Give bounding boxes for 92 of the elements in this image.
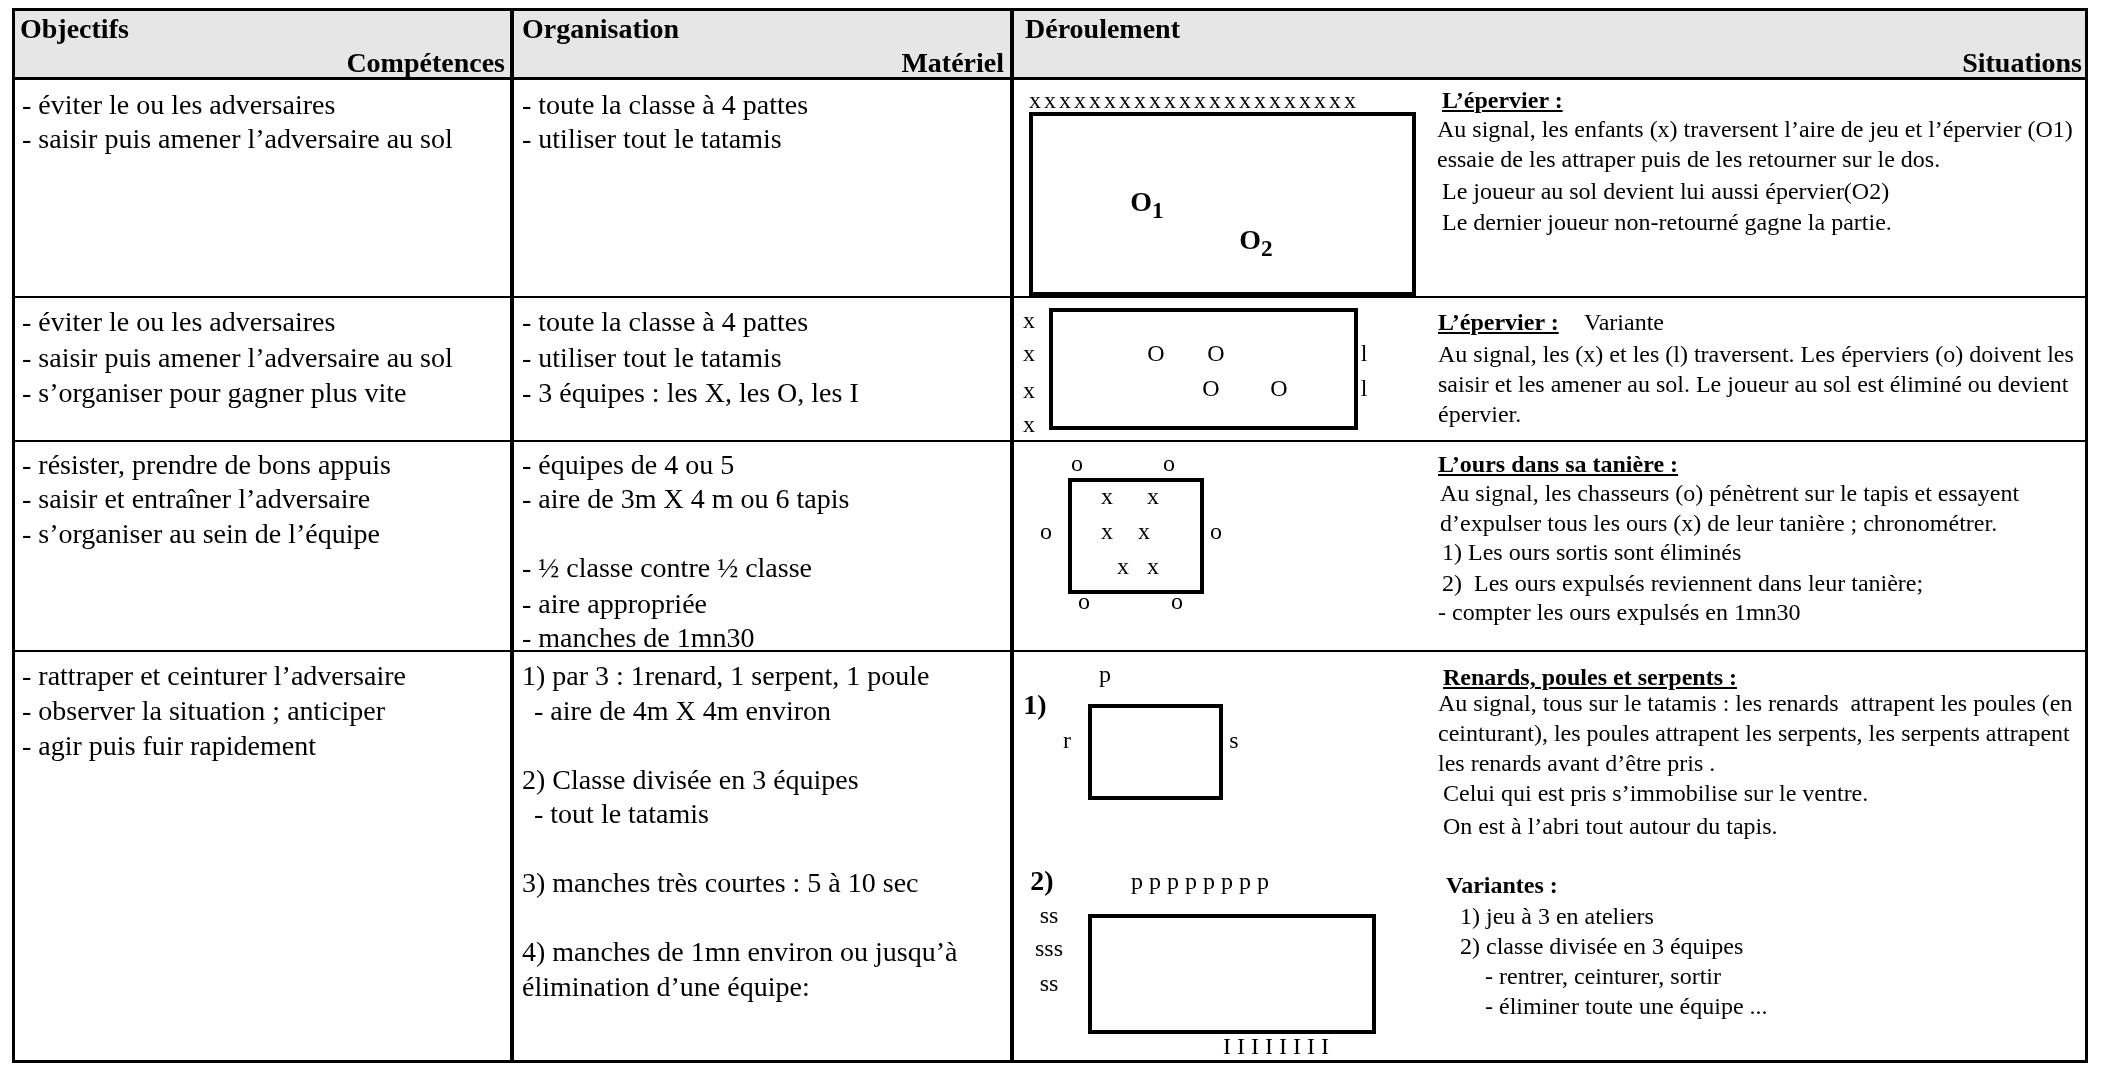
player-mark: O bbox=[1147, 341, 1165, 365]
player-mark: o bbox=[1040, 519, 1052, 543]
player-mark: o bbox=[1078, 589, 1090, 613]
rule-text: 1) Les ours sortis sont éliminés bbox=[1442, 538, 1742, 567]
player-mark: x bbox=[1023, 412, 1035, 436]
player-mark: p p p p p p p p bbox=[1131, 869, 1269, 893]
player-mark: x bbox=[1101, 484, 1113, 508]
cell-text: - utiliser tout le tatamis bbox=[522, 122, 782, 156]
cell-text: - aire de 4m X 4m environ bbox=[534, 694, 832, 728]
player-mark: x bbox=[1147, 554, 1159, 578]
rule-text: 2) classe divisée en 3 équipes bbox=[1460, 932, 1744, 961]
cell-text: - 3 équipes : les X, les O, les I bbox=[522, 376, 859, 410]
rule-text: - compter les ours expulsés en 1mn30 bbox=[1438, 598, 1801, 627]
rule-text: - éliminer toute une équipe ... bbox=[1485, 992, 1768, 1021]
column-header: Organisation bbox=[522, 13, 680, 45]
cell-text: - aire de 3m X 4 m ou 6 tapis bbox=[522, 482, 850, 516]
rule-text: 1) jeu à 3 en ateliers bbox=[1460, 902, 1654, 931]
player-mark: x bbox=[1023, 378, 1035, 402]
rule-text: 2) Les ours expulsés reviennent dans leur tanière; bbox=[1442, 569, 1924, 598]
column-header: Déroulement bbox=[1025, 13, 1180, 45]
player-mark: p bbox=[1099, 662, 1111, 686]
cell-text: - saisir puis amener l’adversaire au sol bbox=[22, 122, 453, 156]
cell-text: - tout le tatamis bbox=[534, 797, 709, 831]
cell-text: - utiliser tout le tatamis bbox=[522, 341, 782, 375]
mat-outline bbox=[1049, 308, 1358, 430]
player-mark: x bbox=[1023, 308, 1035, 332]
cell-text: - agir puis fuir rapidement bbox=[22, 729, 316, 763]
rule-text: Au signal, les enfants (x) traversent l’aire de jeu et l’épervier (O1) essaie de les attraper puis de les retourner sur le dos. bbox=[1437, 115, 2074, 174]
player-mark: o bbox=[1210, 519, 1222, 543]
cell-text: - ½ classe contre ½ classe bbox=[522, 551, 812, 585]
cell-text: - éviter le ou les adversaires bbox=[22, 305, 336, 339]
cell-text: 1) par 3 : 1renard, 1 serpent, 1 poule bbox=[522, 659, 930, 693]
player-mark: xxxxxxxxxxxxxxxxxxxxxx bbox=[1029, 88, 1359, 112]
player-mark: ss bbox=[1039, 903, 1059, 927]
rule-text: Celui qui est pris s’immobilise sur le ventre. bbox=[1443, 779, 1869, 808]
cell-text: - toute la classe à 4 pattes bbox=[522, 305, 809, 339]
cell-text: - toute la classe à 4 pattes bbox=[522, 88, 809, 122]
mat-outline bbox=[1029, 112, 1416, 296]
cell-text: - rattraper et ceinturer l’adversaire bbox=[22, 659, 406, 693]
game-title: L’épervier : bbox=[1442, 86, 1563, 115]
player-mark: O bbox=[1207, 341, 1225, 365]
player-mark: s bbox=[1229, 728, 1239, 752]
cell-text: - manches de 1mn30 bbox=[522, 621, 755, 655]
player-mark: x bbox=[1138, 519, 1150, 543]
cell-text: - aire appropriée bbox=[522, 587, 707, 621]
player-mark: x bbox=[1117, 554, 1129, 578]
variant-note: Variante bbox=[1584, 308, 1664, 337]
cell-text: 3) manches très courtes : 5 à 10 sec bbox=[522, 866, 919, 900]
rule-text: Au signal, les chasseurs (o) pénètrent sur le tapis et essayent d’expulser tous les ours (x) de leur tanière ; chronométrer. bbox=[1440, 479, 2021, 538]
mat-outline bbox=[1088, 914, 1376, 1034]
game-title: L’ours dans sa tanière : bbox=[1438, 450, 1679, 479]
rule-text: On est à l’abri tout autour du tapis. bbox=[1443, 812, 1778, 841]
player-mark: l bbox=[1360, 341, 1368, 365]
player-mark: ss bbox=[1039, 971, 1059, 995]
rule-text: Le joueur au sol devient lui aussi épervier(O2) bbox=[1442, 177, 1890, 206]
cell-text: - s’organiser au sein de l’équipe bbox=[22, 517, 380, 551]
rule-text: - rentrer, ceinturer, sortir bbox=[1485, 962, 1721, 991]
column-header: Objectifs bbox=[20, 13, 129, 45]
game-title: Renards, poules et serpents : bbox=[1443, 663, 1737, 692]
player-mark: o bbox=[1171, 589, 1183, 613]
player-mark: sss bbox=[1035, 936, 1063, 960]
column-header: Compétences bbox=[346, 47, 505, 79]
variants-heading: Variantes : bbox=[1446, 871, 1558, 900]
player-mark: o bbox=[1163, 451, 1175, 475]
cell-text: - observer la situation ; anticiper bbox=[22, 694, 386, 728]
cell-text: - éviter le ou les adversaires bbox=[22, 88, 336, 122]
rule-text: Au signal, les (x) et les (l) traversent. Les éperviers (o) doivent les saisir et les amener au sol. Le joueur au sol est éliminé ou devient épervier. bbox=[1438, 340, 2075, 429]
player-mark: O bbox=[1202, 376, 1220, 400]
player-mark: O$_{2}$ bbox=[1239, 228, 1273, 260]
cell-text: - s’organiser pour gagner plus vite bbox=[22, 376, 407, 410]
cell-text: - résister, prendre de bons appuis bbox=[22, 448, 391, 482]
game-title: L’épervier : bbox=[1438, 308, 1559, 337]
mat-outline bbox=[1068, 478, 1204, 594]
player-mark: r bbox=[1063, 728, 1071, 752]
rule-text: Le dernier joueur non-retourné gagne la partie. bbox=[1442, 208, 1892, 237]
player-mark: O bbox=[1270, 376, 1288, 400]
player-mark: l bbox=[1360, 376, 1368, 400]
mat-outline bbox=[1088, 704, 1223, 800]
player-mark: I I I I I I I I bbox=[1223, 1034, 1329, 1058]
cell-text: - saisir et entraîner l’adversaire bbox=[22, 482, 371, 516]
column-header: Matériel bbox=[901, 47, 1004, 79]
column-header: Situations bbox=[1962, 47, 2082, 79]
rule-text: Au signal, tous sur le tatamis : les renards attrapent les poules (en ceinturant), les poules attrapent les serpents, les serpents attrapent les renards avant d’être pris . bbox=[1438, 690, 2074, 778]
cell-text: 4) manches de 1mn environ ou jusqu’à élimination d’une équipe: bbox=[522, 935, 959, 1004]
player-mark: x bbox=[1023, 341, 1035, 365]
cell-text: - saisir puis amener l’adversaire au sol bbox=[22, 341, 453, 375]
player-mark: x bbox=[1147, 484, 1159, 508]
cell-text: 2) Classe divisée en 3 équipes bbox=[522, 763, 859, 797]
cell-text: - équipes de 4 ou 5 bbox=[522, 448, 735, 482]
player-mark: O$_{1}$ bbox=[1130, 190, 1164, 222]
player-mark: o bbox=[1071, 451, 1083, 475]
player-mark: x bbox=[1101, 519, 1113, 543]
